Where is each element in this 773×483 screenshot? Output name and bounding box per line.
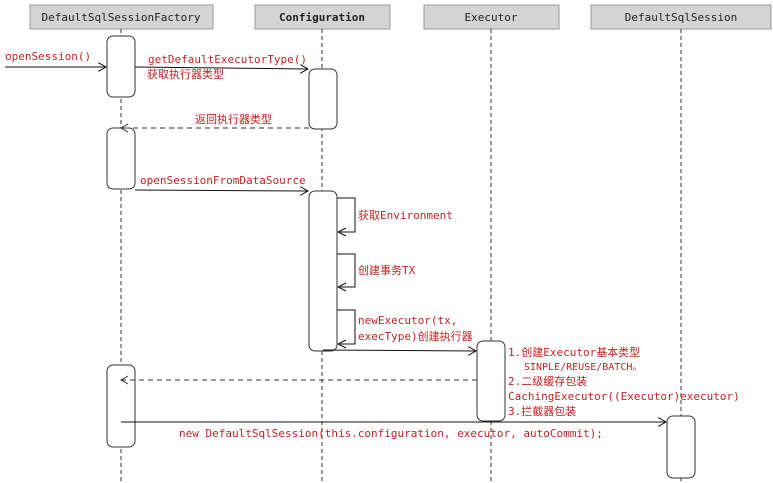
participant-factory-label: DefaultSqlSessionFactory bbox=[42, 11, 201, 24]
participant-factory: DefaultSqlSessionFactory bbox=[29, 4, 214, 30]
return-executor-head bbox=[119, 375, 129, 385]
activation-factory-2 bbox=[106, 127, 136, 190]
activation-configuration-2 bbox=[308, 190, 338, 352]
participant-session-box bbox=[590, 4, 772, 30]
participant-executor: Executor bbox=[423, 4, 560, 30]
self-msg-tx-path bbox=[337, 253, 356, 288]
participant-session-label: DefaultSqlSession bbox=[625, 11, 738, 24]
activation-factory-1 bbox=[106, 35, 136, 98]
self-msg-new-executor-head bbox=[336, 339, 347, 349]
activation-session-1 bbox=[666, 415, 696, 479]
activation-factory-3 bbox=[106, 364, 136, 448]
executor-note-2: 2.二级缓存包装 bbox=[508, 374, 587, 388]
activation-configuration-1 bbox=[308, 68, 338, 130]
self-msg-environment-head bbox=[336, 227, 347, 237]
executor-note-2b: CachingExecutor((Executor)executor) bbox=[508, 390, 740, 403]
activation-executor-1 bbox=[476, 340, 506, 422]
return-executor-type-head bbox=[119, 123, 129, 133]
message-get-executor-type-arrow bbox=[134, 67, 308, 69]
self-msg-tx-head bbox=[336, 282, 347, 292]
message-create-executor-arrow bbox=[322, 350, 476, 351]
return-executor-type-label: 返回执行器类型 bbox=[195, 112, 272, 126]
message-open-session-ds-label: openSessionFromDataSource bbox=[140, 174, 306, 187]
participant-configuration: Configuration bbox=[254, 4, 391, 30]
participant-executor-label: Executor bbox=[465, 11, 518, 24]
participant-factory-box bbox=[29, 4, 214, 30]
participant-session: DefaultSqlSession bbox=[590, 4, 772, 30]
message-open-session-ds-arrow bbox=[134, 190, 308, 191]
self-msg-new-executor-path bbox=[337, 309, 356, 345]
self-msg-new-executor-label-2: execType)创建执行器 bbox=[358, 329, 473, 343]
message-get-executor-type-cn: 获取执行器类型 bbox=[147, 67, 224, 81]
message-open-session-label: openSession() bbox=[5, 50, 91, 63]
executor-note-1b: SINPLE/REUSE/BATCH。 bbox=[524, 362, 642, 373]
participant-configuration-label: Configuration bbox=[279, 11, 365, 24]
executor-note-3: 3.拦截器包装 bbox=[508, 404, 576, 418]
message-get-executor-type-label: getDefaultExecutorType() bbox=[148, 53, 307, 66]
message-new-session-label: new DefaultSqlSession(this.configuration… bbox=[179, 427, 603, 440]
self-msg-new-executor-label-1: newExecutor(tx, bbox=[358, 314, 457, 327]
self-msg-environment-path bbox=[337, 197, 356, 233]
executor-note-1: 1.创建Executor基本类型 bbox=[508, 345, 640, 359]
participant-configuration-box bbox=[254, 4, 391, 30]
self-msg-environment-label: 获取Environment bbox=[358, 209, 453, 222]
self-msg-tx-label: 创建事务TX bbox=[358, 263, 416, 277]
